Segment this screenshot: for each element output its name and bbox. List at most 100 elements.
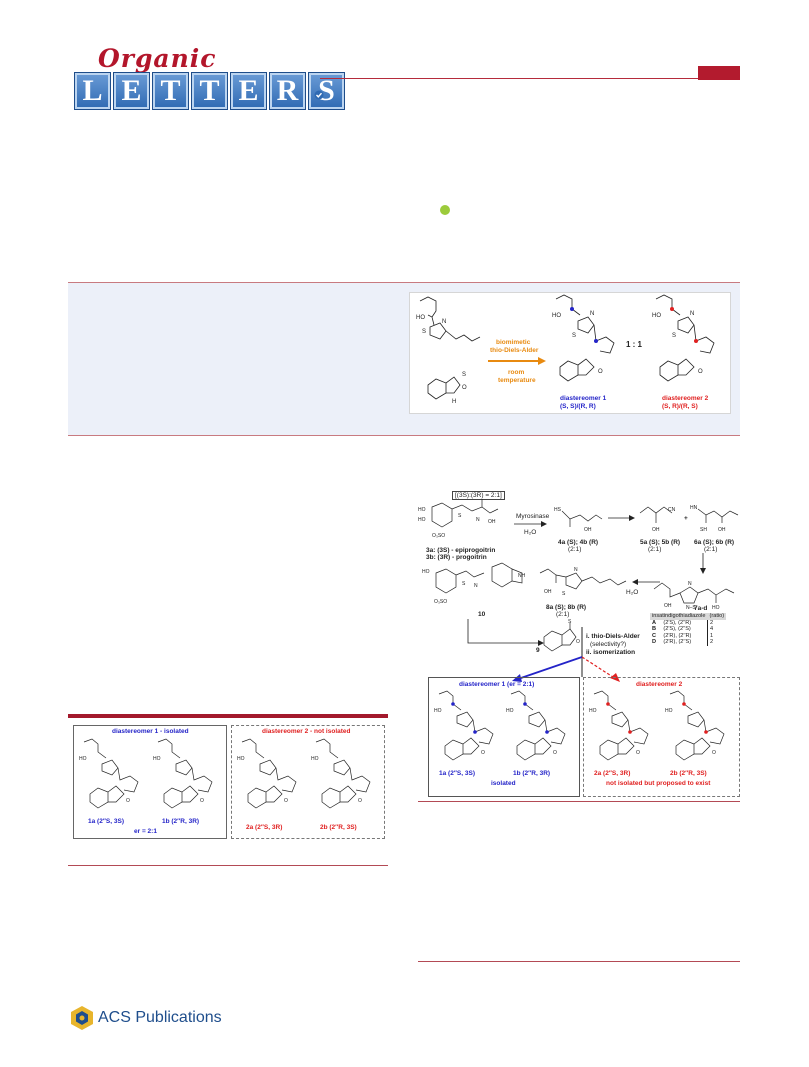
compound-5-ratio: (2:1) — [648, 546, 662, 553]
compound-6-label: 6a (S); 6b (R) — [694, 539, 735, 546]
water-label: H₂O — [524, 529, 537, 536]
vertical-arrow — [581, 627, 583, 677]
svg-text:O₃SO: O₃SO — [432, 533, 445, 539]
svg-text:S: S — [562, 591, 566, 597]
journal-letters: L E T T E R S — [74, 72, 345, 110]
stereo-ratio-note: [(3S):(3R) = 2:1] — [452, 491, 505, 500]
svg-text:NH: NH — [518, 573, 526, 579]
open-access-icon[interactable] — [440, 205, 450, 215]
svg-text:HO: HO — [434, 708, 442, 714]
svg-text:HN: HN — [690, 505, 698, 511]
svg-text:O: O — [598, 369, 603, 375]
biosynthesis-scheme: [(3S):(3R) = 2:1] HO HO S N OH O₃SO 3a: … — [418, 487, 740, 799]
svg-text:HO: HO — [422, 569, 430, 575]
arrow-to-5 — [608, 515, 635, 521]
svg-text:OH: OH — [544, 589, 552, 595]
svg-text:HO: HO — [589, 708, 597, 714]
compound-3b-label: 3b: (3R) - progoitrin — [426, 554, 487, 561]
diastereomer1-structure: HO S N O — [552, 294, 615, 382]
isomer-ratio-table: insatindigothiadiazole(ratio) A(2′S), (2… — [650, 613, 727, 646]
compound-7-label: 7a-d — [694, 605, 708, 612]
reaction-label: thio-Diels-Alder — [490, 347, 539, 354]
compound-1a-structure: HO O — [79, 738, 139, 809]
svg-text:S: S — [422, 329, 426, 335]
arrow-10-to-9 — [467, 619, 544, 646]
compound-2a-label: 2a (2′′S, 3R) — [246, 824, 283, 831]
enantiomeric-ratio-label: er = 2:1 — [134, 828, 157, 835]
logo-letter-tile: E — [230, 72, 267, 110]
svg-text:HO: HO — [506, 708, 514, 714]
svg-text:O: O — [698, 369, 703, 375]
compound-8-label: 8a (S); 8b (R) — [546, 604, 587, 611]
svg-text:O: O — [576, 639, 580, 645]
svg-text:CN: CN — [668, 507, 676, 513]
diastereomer2-structure: HO S N O — [652, 294, 715, 382]
compound-7-structure: OH N N–S HO — [653, 581, 735, 611]
table-row: D(2′R), (2′′S)2 — [650, 639, 727, 646]
svg-text:O: O — [712, 750, 716, 756]
svg-text:O: O — [126, 798, 130, 804]
svg-text:O: O — [284, 798, 288, 804]
table-row: A(2′S), (2′′R)2 — [650, 619, 727, 627]
svg-text:HO: HO — [416, 315, 425, 321]
svg-text:HO: HO — [79, 756, 87, 762]
acs-publications-logo[interactable]: ACS Publications — [70, 1005, 230, 1035]
ratio-label: 1 : 1 — [626, 340, 643, 349]
compound-8-ratio: (2:1) — [556, 611, 570, 618]
compound-9-label: 9 — [536, 647, 540, 654]
header-tab — [698, 66, 740, 80]
compound-1b-structure: HO O — [506, 690, 566, 761]
figure1-top-rule — [68, 714, 388, 718]
compound-3a-label: 3a: (3S) - epiprogoitrin — [426, 547, 496, 554]
compound-4-structure: HS OH — [554, 507, 603, 533]
compound-1a-label: 1a (2′′S, 3S) — [439, 770, 475, 777]
figure1-not-isolated-box: diastereomer 2 - not isolated HO O HO O — [231, 725, 385, 839]
logo-letter-tile: L — [74, 72, 111, 110]
svg-text:HO: HO — [311, 756, 319, 762]
figure1-isolated-box: diastereomer 1 - isolated HO O HO O — [73, 725, 227, 839]
reaction-label: biomimetic — [496, 339, 531, 346]
svg-text:HO: HO — [153, 756, 161, 762]
svg-text:S: S — [568, 619, 572, 625]
figure1-box1-title: diastereomer 1 - isolated — [112, 728, 189, 735]
arrow-to-8 — [632, 579, 660, 585]
scheme-box1-title: diastereomer 1 (er = 2:1) — [459, 681, 535, 688]
svg-text:HO: HO — [712, 605, 720, 611]
compound-6-structure: HN SH OH — [690, 505, 739, 533]
compound-2b-structure: HO O — [311, 738, 371, 809]
diastereomer2-config: (S, R)/(R, S) — [662, 403, 698, 410]
svg-text:N: N — [574, 567, 578, 573]
figure1-bottom-rule — [68, 865, 388, 866]
svg-text:S: S — [462, 581, 466, 587]
scheme-not-isolated-box: diastereomer 2 HO O HO O — [583, 677, 740, 797]
svg-text:N: N — [476, 517, 480, 523]
svg-text:N: N — [688, 581, 692, 587]
glucosinolate-structure: HO HO S N OH O₃SO — [418, 499, 499, 539]
compound-8-structure: OH N S — [539, 567, 627, 597]
diastereomer1-config: (S, S)/(R, R) — [560, 403, 596, 410]
scheme-isolated-box: diastereomer 1 (er = 2:1) HO O HO — [428, 677, 580, 797]
journal-script-word: Organic — [98, 44, 217, 73]
starting-thiadiazole-structure: HO S N S O H — [416, 296, 481, 405]
step1-label: i. thio-Diels-Alder — [586, 633, 640, 640]
svg-text:O: O — [636, 750, 640, 756]
svg-text:O: O — [553, 750, 557, 756]
svg-text:O: O — [462, 385, 467, 391]
svg-text:OH: OH — [488, 519, 496, 525]
compound-2b-structure: HO O — [665, 690, 725, 761]
compound-5-label: 5a (S); 5b (R) — [640, 539, 681, 546]
diastereomer2-label: diastereomer 2 — [662, 395, 709, 402]
svg-text:OH: OH — [718, 527, 726, 533]
step1-note: (selectivity?) — [590, 641, 627, 648]
compound-2a-structure: HO O — [237, 738, 297, 809]
figure1-panel: diastereomer 1 - isolated HO O HO O — [68, 718, 388, 839]
compound-4-label: 4a (S); 4b (R) — [558, 539, 599, 546]
compound-5-structure: CN OH — [639, 506, 676, 533]
compound-10-structure: HO S N NH O₃SO — [422, 562, 526, 605]
compound-2b-label: 2b (2′′R, 3S) — [320, 824, 357, 831]
conditions-label: temperature — [498, 377, 536, 384]
compound-1a-label: 1a (2′′S, 3S) — [88, 818, 124, 825]
arrow-to-7 — [700, 553, 706, 574]
svg-text:OH: OH — [664, 603, 672, 609]
svg-text:N: N — [442, 319, 446, 325]
